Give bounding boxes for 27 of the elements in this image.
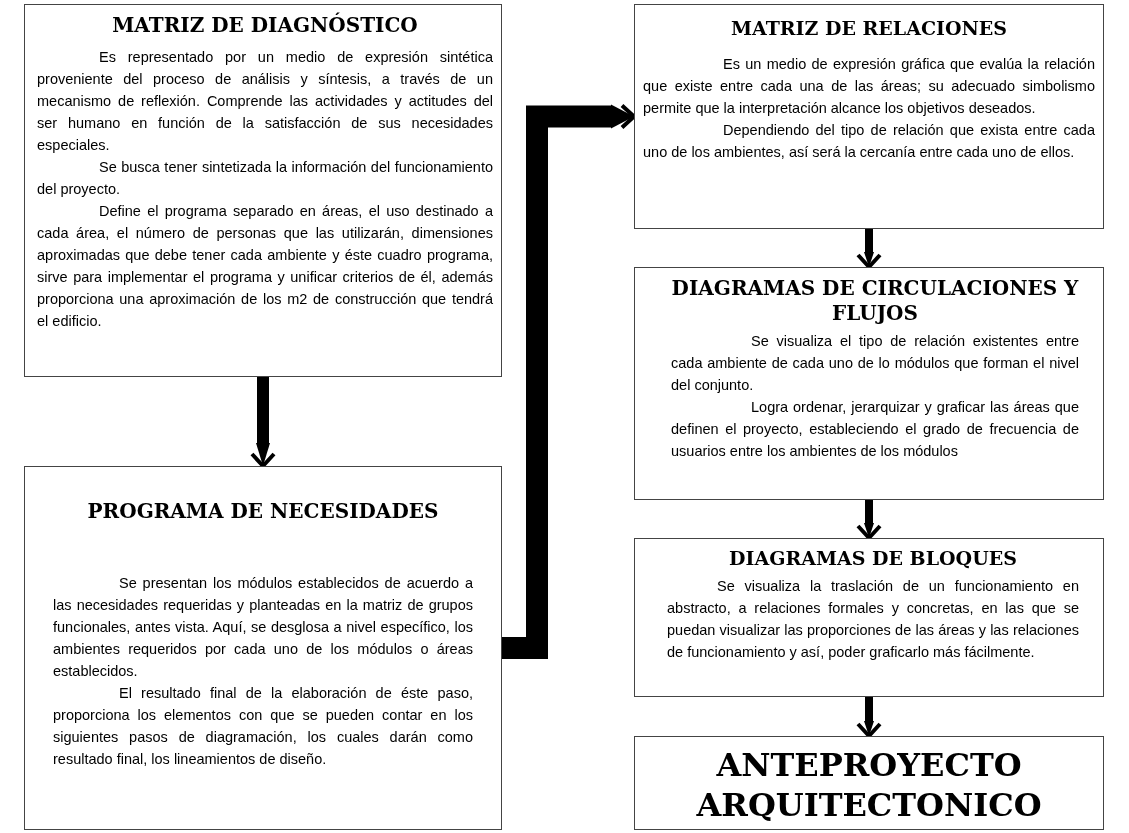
box-text: Se visualiza el tipo de relación existentes entre cada ambiente de cada uno de lo módulos que forman el nivel del conjunto. <box>671 332 1079 395</box>
process-box <box>634 267 1104 500</box>
box-heading: DIAGRAMAS DE BLOQUES <box>728 547 1018 571</box>
box-text: Se presentan los módulos establecidos de acuerdo a las necesidades requeridas y planteadas en la matriz de grupos funcionales, antes vista. Aquí, se desglosa a nivel específico, los ambientes requeridos por cada uno de los módulos o áreas establecidos. <box>53 574 473 681</box>
process-box <box>24 4 502 377</box>
box-heading: PROGRAMA DE NECESIDADES <box>86 499 440 524</box>
box-text: El resultado final de la elaboración de éste paso, proporciona los elementos con que se pueden contar en los siguientes pasos de diagramación, los cuales darán como resultado final, los lineamientos de diseño. <box>53 684 473 769</box>
box-text: Se busca tener sintetizada la información del funcionamiento del proyecto. <box>37 158 493 199</box>
box-text: Se visualiza la traslación de un funcionamiento en abstracto, a relaciones formales y concretas, en las que se puedan visualizar las proporciones de las áreas y las relaciones de funcionamiento y así, poder graficarlo más fácilmente. <box>667 576 1079 662</box>
arrow <box>856 229 882 269</box>
box-text: Define el programa separado en áreas, el uso destinado a cada área, el número de personas que las utilizarán, dimensiones aproximadas que debe tener cada ambiente y éste cuadro programa, sirve para implementar el programa y unificar criterios de él, además proporciona una aproximación de los m2 de construcción que tendrá el edificio. <box>37 202 493 331</box>
box-text: Es un medio de expresión gráfica que evalúa la relación que existe entre cada una de las áreas; su adecuado simbolismo permite que la interpretación alcance los objetivos deseados. <box>643 54 1095 118</box>
process-box <box>634 538 1104 697</box>
box-heading: MATRIZ DE DIAGNÓSTICO <box>111 13 419 38</box>
box-heading: MATRIZ DE RELACIONES <box>729 17 1009 41</box>
process-box <box>634 736 1104 830</box>
box-text: Es representado por un medio de expresión sintética proveniente del proceso de análisis y síntesis, a través de un mecanismo de reflexión. Comprende las actividades y actitudes del ser humano en función de la satisfacción de sus necesidades especiales. <box>37 48 493 155</box>
arrow <box>856 697 882 738</box>
box-text: Dependiendo del tipo de relación que exista entre cada uno de los ambientes, así será la cercanía entre cada uno de ellos. <box>643 120 1095 162</box>
box-text: Logra ordenar, jerarquizar y graficar las áreas que definen el proyecto, estableciendo el grado de frecuencia de usuarios entre los ambientes de los módulos <box>671 398 1079 461</box>
arrow <box>856 500 882 540</box>
arrow <box>250 377 276 468</box>
process-box <box>24 466 502 830</box>
box-heading: DIAGRAMAS DE CIRCULACIONES Y FLUJOS <box>671 276 1079 326</box>
process-box <box>634 4 1104 229</box>
arrow <box>502 102 636 659</box>
box-heading: ANTEPROYECTO ARQUITECTONICO <box>695 745 1043 825</box>
